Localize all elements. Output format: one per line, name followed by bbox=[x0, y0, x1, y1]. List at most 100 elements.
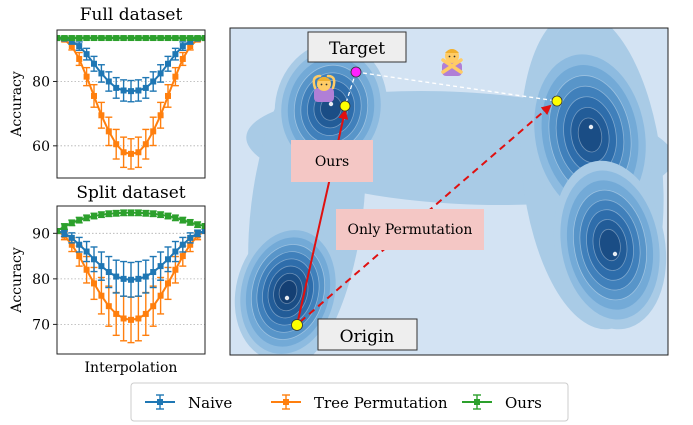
full-dataset-ours-point-13 bbox=[150, 35, 157, 42]
minimum-marker-3 bbox=[612, 251, 618, 257]
full-dataset-title: Full dataset bbox=[80, 5, 183, 25]
split-dataset-ours-point-15 bbox=[165, 213, 171, 220]
split-dataset-ours-point-17 bbox=[179, 217, 186, 224]
full-dataset-naive-point-6 bbox=[98, 70, 105, 77]
full-dataset-tick-label-80: 80 bbox=[32, 74, 50, 90]
target-point bbox=[350, 66, 362, 78]
split-dataset-x-label: Interpolation bbox=[85, 360, 178, 376]
full-dataset-tree-permutation-point-14 bbox=[157, 112, 164, 119]
full-dataset-series-ours bbox=[57, 35, 205, 42]
split-dataset-tree-permutation-point-18 bbox=[187, 241, 194, 248]
full-dataset-ours-point-4 bbox=[83, 35, 90, 42]
only-permutation-label: Only Permutation bbox=[348, 222, 473, 238]
split-dataset-tree-permutation-point-16 bbox=[172, 266, 179, 273]
full-dataset-ours-point-2 bbox=[68, 35, 75, 42]
split-dataset-naive-point-15 bbox=[165, 256, 171, 263]
split-dataset-ours-point-1 bbox=[61, 223, 68, 230]
split-dataset-ours-point-4 bbox=[83, 214, 90, 221]
legend-frame bbox=[130, 382, 569, 422]
split-dataset-naive-point-4 bbox=[83, 248, 90, 255]
full-dataset-naive-point-9 bbox=[120, 87, 127, 94]
minimum-marker-2 bbox=[588, 124, 594, 130]
split-dataset-ours-point-8 bbox=[113, 210, 120, 217]
legend-item-tree-permutation: Tree Permutation bbox=[271, 394, 448, 412]
full-dataset-tree-permutation-point-10 bbox=[128, 150, 134, 157]
full-dataset-ours-point-18 bbox=[187, 35, 194, 42]
legend-label-naive: Naive bbox=[188, 394, 232, 412]
full-dataset-ours-point-3 bbox=[76, 35, 83, 42]
split-dataset-chart: Split dataset Accuracy Interpolation 708… bbox=[9, 183, 206, 376]
split-dataset-ours-point-12 bbox=[142, 210, 149, 217]
legend-item-naive: Naive bbox=[145, 394, 232, 412]
split-dataset-tick-label-70: 70 bbox=[32, 317, 50, 333]
split-dataset-tree-permutation-point-8 bbox=[113, 310, 120, 317]
full-dataset-naive-point-8 bbox=[113, 84, 120, 91]
full-dataset-tree-permutation-point-12 bbox=[142, 141, 149, 148]
origin-point bbox=[291, 319, 303, 331]
split-dataset-naive-point-16 bbox=[172, 248, 179, 255]
full-dataset-ours-point-16 bbox=[172, 35, 179, 42]
origin-label: Origin bbox=[340, 327, 395, 347]
split-dataset-tree-permutation-point-15 bbox=[165, 280, 171, 287]
minimum-marker-1 bbox=[284, 295, 290, 301]
full-dataset-tree-permutation-point-13 bbox=[150, 128, 157, 135]
full-dataset-tree-permutation-point-3 bbox=[76, 55, 83, 62]
split-dataset-naive-point-14 bbox=[157, 263, 164, 270]
full-dataset-naive-point-7 bbox=[105, 78, 112, 85]
split-dataset-tree-permutation-point-5 bbox=[91, 280, 97, 287]
split-dataset-ours-point-10 bbox=[128, 209, 134, 216]
split-dataset-y-label: Accuracy bbox=[9, 247, 25, 314]
full-dataset-ours-point-6 bbox=[98, 35, 105, 42]
split-dataset-naive-point-19 bbox=[194, 230, 201, 237]
split-dataset-ours-point-3 bbox=[76, 217, 83, 224]
split-dataset-naive-point-3 bbox=[76, 241, 83, 248]
split-dataset-tree-permutation-point-17 bbox=[179, 253, 186, 260]
legend-label-tree-permutation: Tree Permutation bbox=[314, 394, 448, 412]
ours-label: Ours bbox=[315, 154, 349, 170]
full-dataset-naive-point-15 bbox=[165, 60, 171, 67]
split-dataset-ours-point-14 bbox=[157, 211, 164, 218]
contour-minimum-right-upper-level-7 bbox=[577, 117, 603, 153]
split-dataset-series-naive bbox=[57, 228, 205, 298]
full-dataset-naive-point-18 bbox=[187, 38, 194, 45]
split-dataset-ours-point-7 bbox=[105, 210, 112, 217]
full-dataset-tree-permutation-point-2 bbox=[68, 43, 75, 50]
split-dataset-naive-point-1 bbox=[61, 230, 68, 237]
person-gesturing-ok-icon bbox=[312, 74, 336, 102]
split-dataset-naive-point-18 bbox=[187, 234, 194, 241]
split-dataset-naive-point-8 bbox=[113, 273, 120, 280]
landscape-frame bbox=[229, 27, 669, 356]
split-dataset-ours-point-5 bbox=[91, 213, 97, 220]
split-dataset-series-ours bbox=[57, 209, 205, 235]
full-dataset-y-ticks: 60 80 bbox=[32, 74, 57, 155]
full-dataset-series-naive bbox=[57, 35, 205, 103]
split-dataset-naive-point-12 bbox=[142, 273, 149, 280]
full-dataset-naive-point-14 bbox=[157, 70, 164, 77]
target-label: Target bbox=[329, 39, 385, 59]
full-dataset-tree-permutation-point-9 bbox=[120, 149, 127, 156]
origin-label-box: Origin bbox=[317, 318, 418, 351]
full-dataset-naive-point-3 bbox=[76, 43, 83, 50]
target-connector-right bbox=[355, 71, 558, 102]
split-dataset-ours-point-13 bbox=[150, 210, 157, 217]
landscape-minima bbox=[284, 101, 618, 301]
split-dataset-series bbox=[57, 209, 205, 344]
split-dataset-ours-point-19 bbox=[194, 221, 201, 228]
split-dataset-naive-point-20 bbox=[202, 228, 205, 235]
split-dataset-tree-permutation-point-6 bbox=[98, 292, 105, 299]
full-dataset-ours-point-20 bbox=[202, 35, 205, 42]
full-dataset-naive-point-10 bbox=[128, 88, 134, 95]
split-dataset-tree-permutation-point-10 bbox=[128, 316, 134, 323]
full-dataset-tick-label-60: 60 bbox=[32, 139, 50, 155]
full-dataset-tree-permutation-point-16 bbox=[172, 73, 179, 80]
full-dataset-tree-permutation-point-5 bbox=[91, 92, 97, 99]
full-dataset-naive-point-4 bbox=[83, 51, 90, 58]
full-dataset-ours-point-1 bbox=[61, 35, 68, 42]
split-dataset-naive-point-6 bbox=[98, 263, 105, 270]
split-dataset-tree-permutation-point-3 bbox=[76, 253, 83, 260]
split-dataset-frame bbox=[56, 205, 206, 355]
legend-item-ours: Ours bbox=[462, 394, 542, 412]
